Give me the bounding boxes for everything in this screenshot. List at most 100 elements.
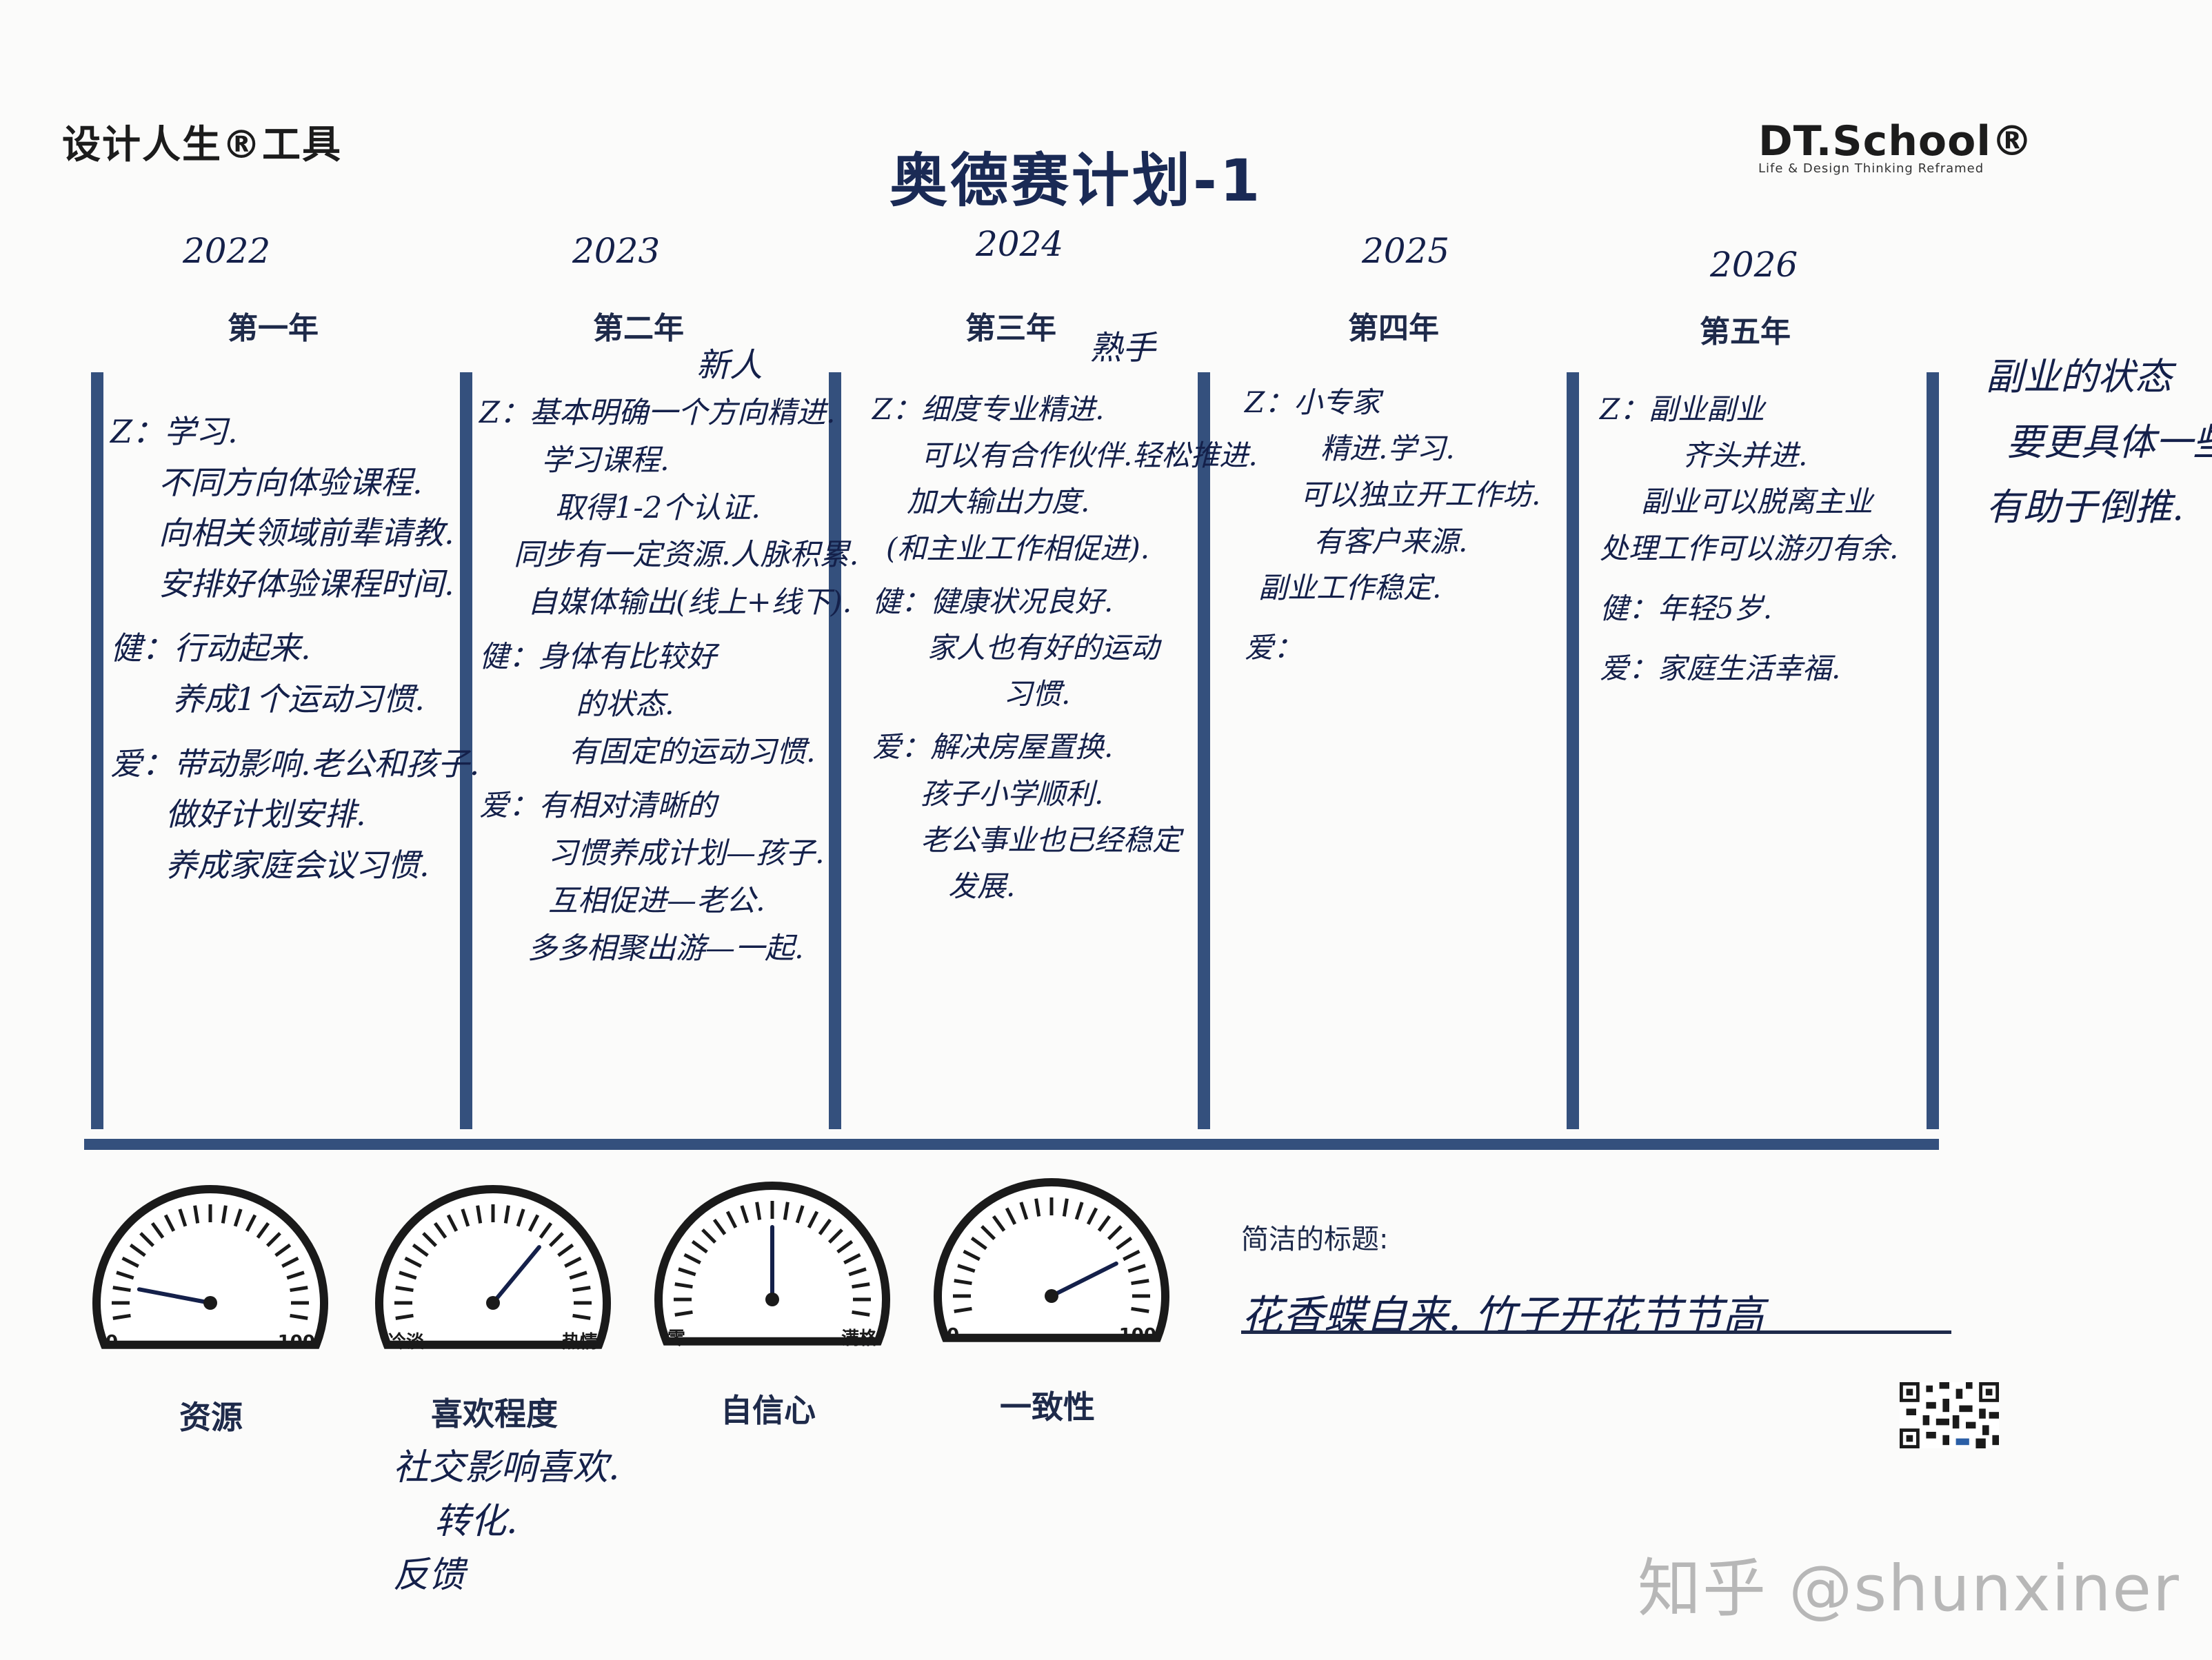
note-line: 爱：有相对清晰的 [479,789,716,824]
gauge-tick [572,1286,591,1293]
note-line: 做好计划安排. [165,796,366,833]
gauge-tick [678,1267,696,1277]
gauge-label-confidence: 自信心 [721,1392,816,1429]
note-line: 养成1个运动习惯. [172,680,425,718]
gauge-tick [725,1211,738,1228]
note-line: (和主业工作相促进). [886,531,1150,565]
gauge-tick [827,1228,843,1244]
gauge-tick [548,1232,564,1248]
note-line: 处理工作可以游刃有余. [1600,531,1899,565]
short-title-label: 简洁的标题: [1241,1224,1389,1255]
gauge-max-label: 热情 [562,1332,598,1353]
gauge-tick [281,1256,299,1268]
grid-divider [829,372,841,1129]
gauge-tick [274,1243,292,1257]
gauge-tick [265,1232,281,1248]
gauge-hub [486,1296,500,1310]
grid-divider [91,372,103,1129]
year-2: 2023 [572,231,661,271]
year-heading-1: 第一年 [228,311,319,346]
note-line: 的状态. [576,687,674,722]
side-note: 副业的状态 要更具体一些. 有助于倒推. [1986,345,2212,540]
gauge-tick [112,1286,131,1293]
gauge-label-consistency: 一致性 [1000,1388,1095,1426]
liking-note-line: 社交影响喜欢. [393,1447,620,1488]
gauge-hub [765,1293,779,1306]
gauge-tick [954,1279,972,1286]
gauge-tick [795,1205,805,1224]
note-line: 同步有一定资源.人脉积累. [514,538,859,573]
gauge-min-label: 零 [667,1328,686,1349]
gauge-tick [150,1222,165,1239]
note-line: 取得1-2个认证. [555,490,761,525]
gauge-tick [256,1222,270,1239]
gauge-tick [783,1202,790,1220]
gauge-label-liking: 喜欢程度 [431,1395,558,1433]
gauge-tick [1131,1306,1149,1313]
gauge-tick [503,1205,510,1224]
note-line: 家人也有好的运动 [927,630,1160,665]
note-line: 孩子小学顺利. [921,776,1104,811]
gauge-tick [970,1236,987,1251]
gauge-tick [290,1313,308,1320]
gauge-tick [116,1271,134,1280]
gauge-tick [564,1256,582,1268]
gauge-tick [129,1243,146,1257]
gauge-tick [807,1211,819,1228]
note-line: 多多相聚出游—一起. [527,931,804,966]
gauge-tick [1127,1264,1146,1273]
note-line: Z：基本明确一个方向精进. [479,396,836,430]
year-heading-5: 第五年 [1700,314,1791,350]
gauge-tick [121,1256,139,1268]
note-line: 不同方向体验课程. [159,463,423,501]
note-line: 爱： [1245,630,1303,665]
column-2-notes: Z：基本明确一个方向精进. 学习课程. 取得1-2个认证. 同步有一定资源.人脉… [479,389,858,973]
gauge-max-label: 满格 [841,1328,878,1349]
year-1: 2022 [183,231,271,271]
gauge-tick [412,1243,429,1257]
gauge-min-label: 0 [105,1332,118,1353]
gauge-tick [1086,1207,1098,1225]
gauge-tick [395,1286,414,1293]
gauge-tick [139,1232,155,1248]
brand-title: 设计人生®工具 [62,123,342,168]
gauge-tick [981,1225,996,1241]
note-line: 可以有合作伙伴.轻松推进. [921,438,1258,473]
gauge-needle [491,1245,541,1305]
column-5-notes: Z：副业副业 齐头并进. 副业可以脱离主业 处理工作可以游刃有余. 健：年轻5岁… [1600,386,1898,691]
gauge-hub [1045,1289,1058,1303]
gauge-tick [957,1264,976,1273]
gauge-tick [701,1228,717,1244]
qr-code-icon [1900,1382,1999,1448]
gauge-tick [569,1271,587,1280]
note-line: Z：细度专业精进. [872,392,1105,426]
note-line: 老公事业也已经稳定 [921,822,1182,857]
column-1-notes: Z：学习. 不同方向体验课程. 向相关领域前辈请教. 安排好体验课程时间. 健：… [110,407,479,891]
gauge-tick [404,1256,422,1268]
annotation-year-3: 熟手 [1089,329,1156,367]
year-heading-3: 第三年 [965,311,1056,346]
gauge-liking: 冷淡热情 [375,1185,611,1353]
note-line: 副业工作稳定. [1258,570,1442,605]
year-3: 2024 [976,224,1064,264]
gauge-tick [461,1208,470,1227]
gauge-tick [178,1208,188,1227]
gauge-tick [572,1313,591,1320]
gauge-tick [963,1249,981,1262]
gauge-tick [1074,1202,1084,1220]
gauge-tick [193,1205,200,1224]
gauge-tick [446,1214,459,1232]
year-heading-2: 第二年 [593,311,684,346]
annotation-year-2: 新人 [696,346,763,385]
note-line: 向相关领域前辈请教. [159,514,454,552]
note-line: 发展. [948,869,1016,903]
gauge-tick [843,1253,861,1265]
gauge-tick [286,1271,305,1280]
gauge-tick [1019,1202,1029,1220]
liking-note-line: 转化. [434,1501,518,1542]
gauge-tick [163,1214,176,1232]
note-line: 互相促进—老公. [548,883,765,918]
grid-divider [1198,372,1210,1129]
dt-school-logo: DT.School® Life & Design Thinking Refram… [1758,117,2033,176]
